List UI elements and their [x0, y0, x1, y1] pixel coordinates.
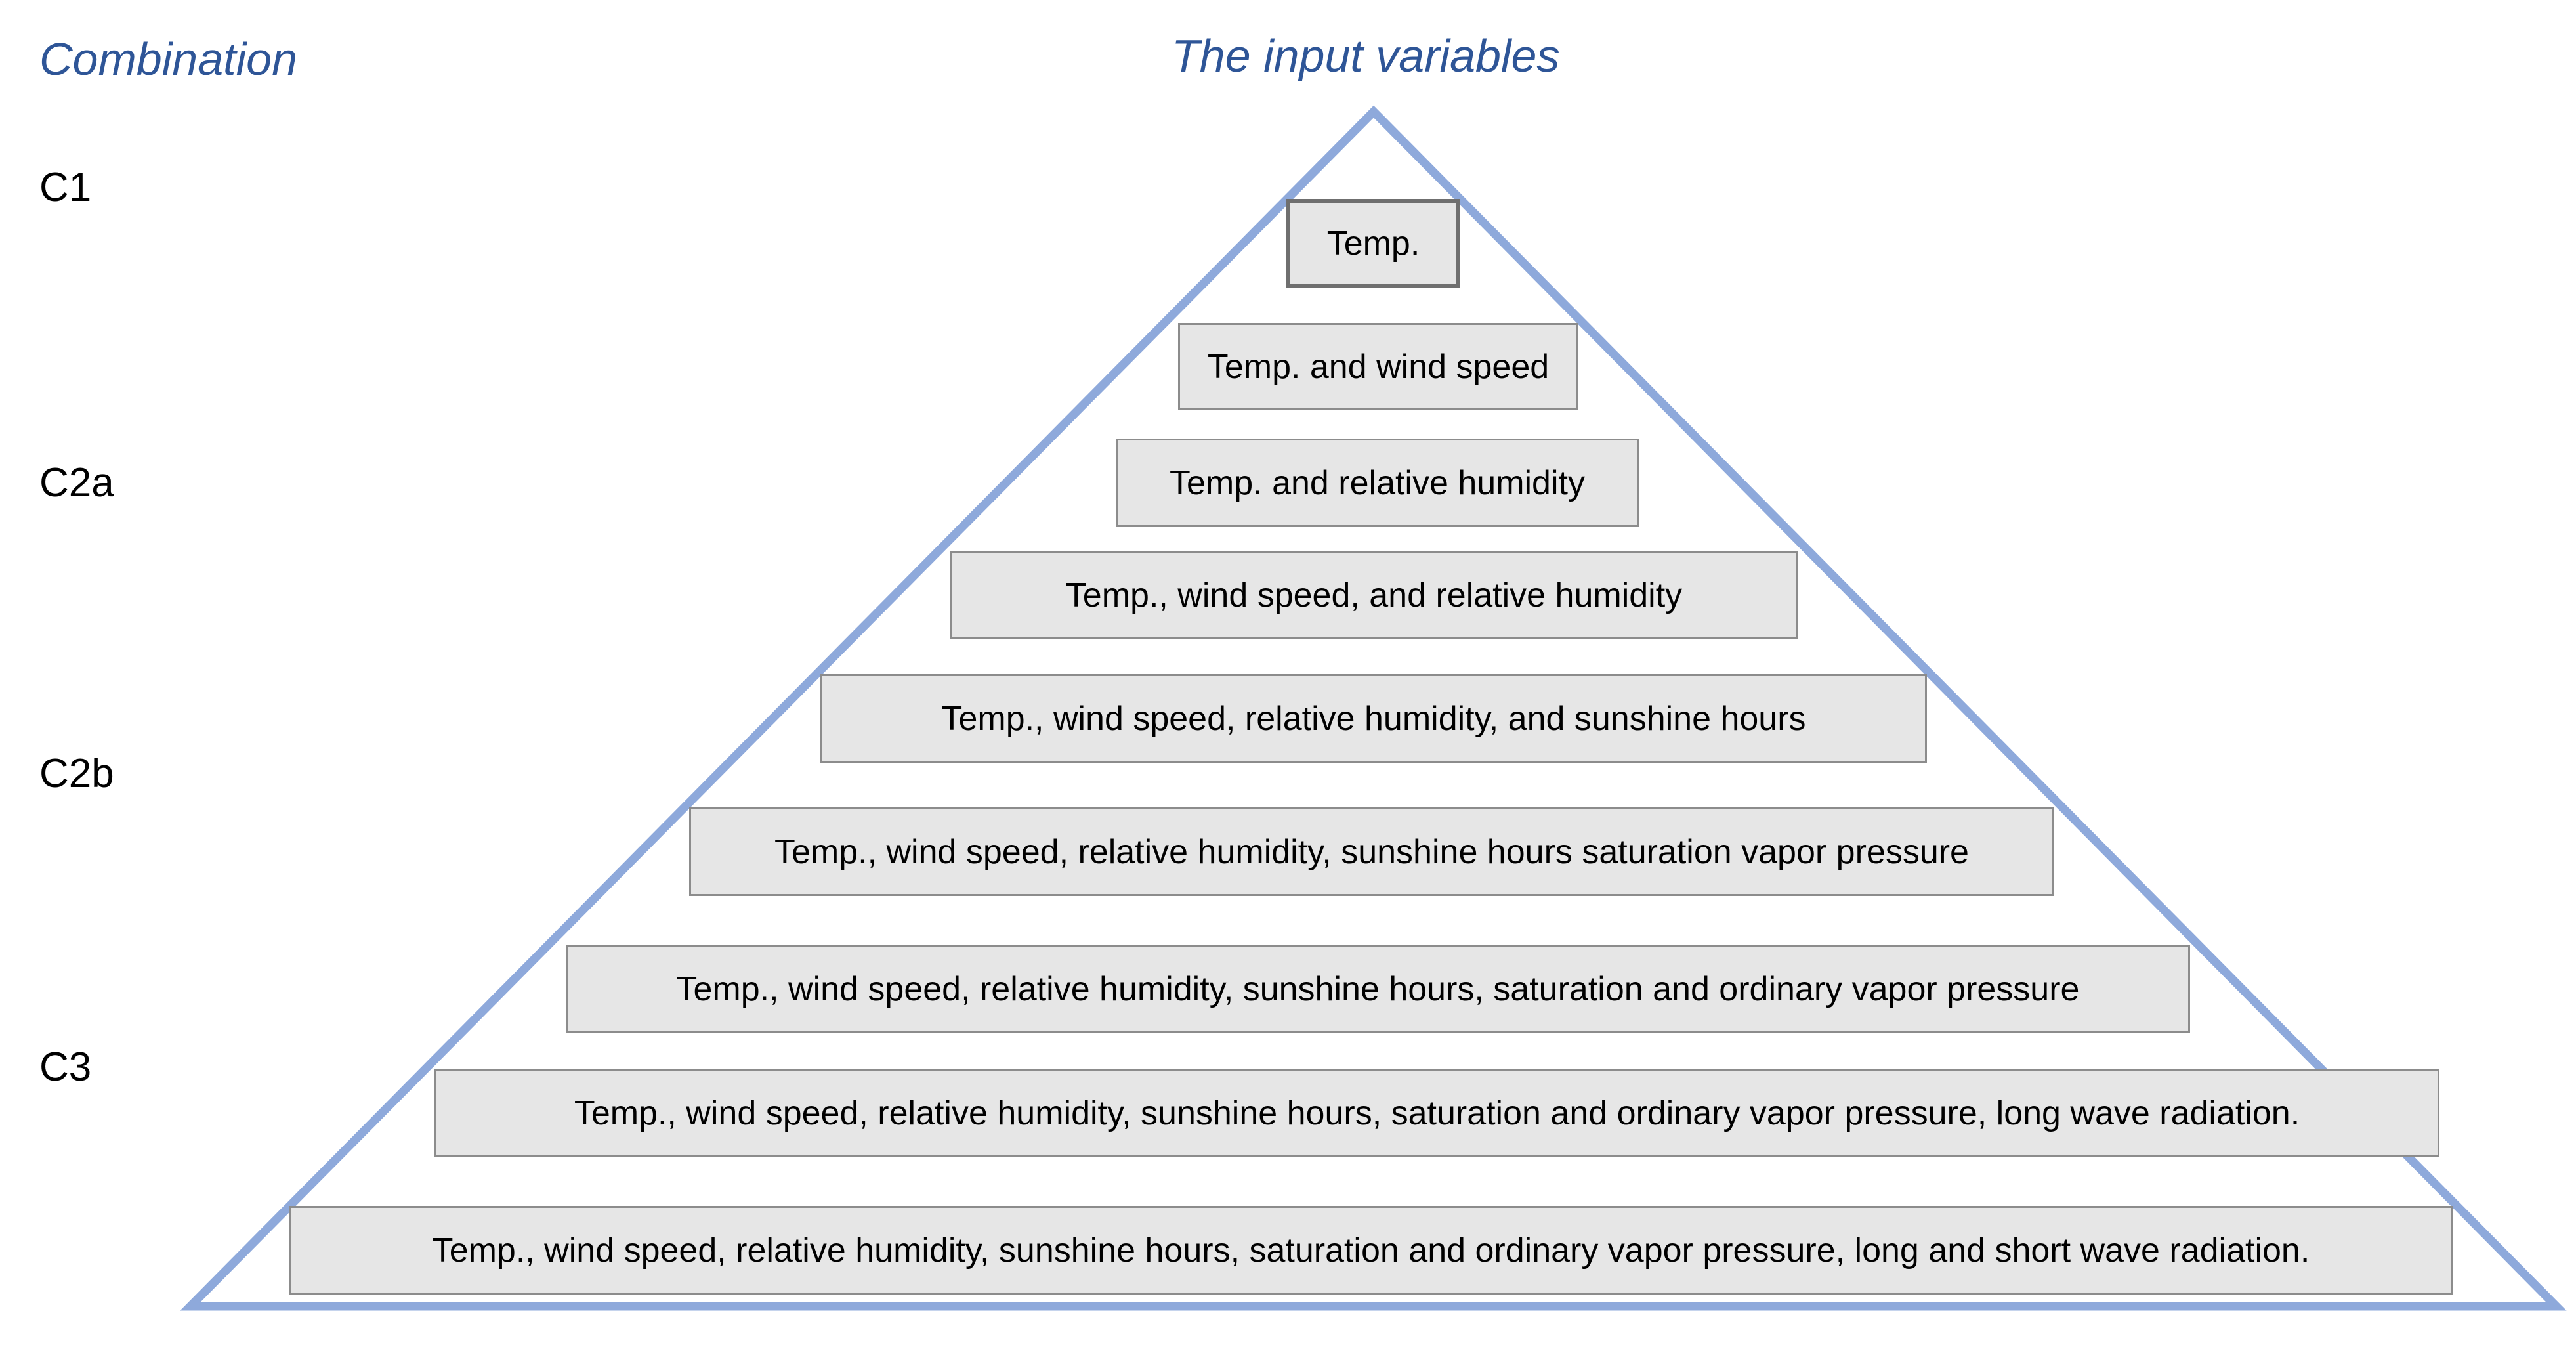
combination-label-c3: C3 — [39, 1044, 92, 1090]
pyramid-level-7: Temp., wind speed, relative humidity, su… — [566, 945, 2190, 1033]
pyramid-level-9: Temp., wind speed, relative humidity, su… — [289, 1206, 2453, 1295]
pyramid-level-2: Temp. and wind speed — [1178, 323, 1578, 410]
combination-heading: Combination — [39, 33, 297, 85]
pyramid-level-5: Temp., wind speed, relative humidity, an… — [820, 674, 1927, 763]
pyramid-outline — [180, 105, 2567, 1311]
combination-label-c2b: C2b — [39, 751, 114, 796]
combination-label-c2a: C2a — [39, 460, 114, 505]
pyramid-level-8: Temp., wind speed, relative humidity, su… — [434, 1069, 2439, 1157]
input-variables-heading: The input variables — [1172, 30, 1560, 81]
combination-label-c1: C1 — [39, 165, 92, 210]
pyramid-level-1: Temp. — [1286, 199, 1460, 288]
pyramid-level-3: Temp. and relative humidity — [1116, 439, 1639, 527]
pyramid-level-4: Temp., wind speed, and relative humidity — [950, 551, 1798, 639]
pyramid-level-6: Temp., wind speed, relative humidity, su… — [689, 807, 2054, 896]
